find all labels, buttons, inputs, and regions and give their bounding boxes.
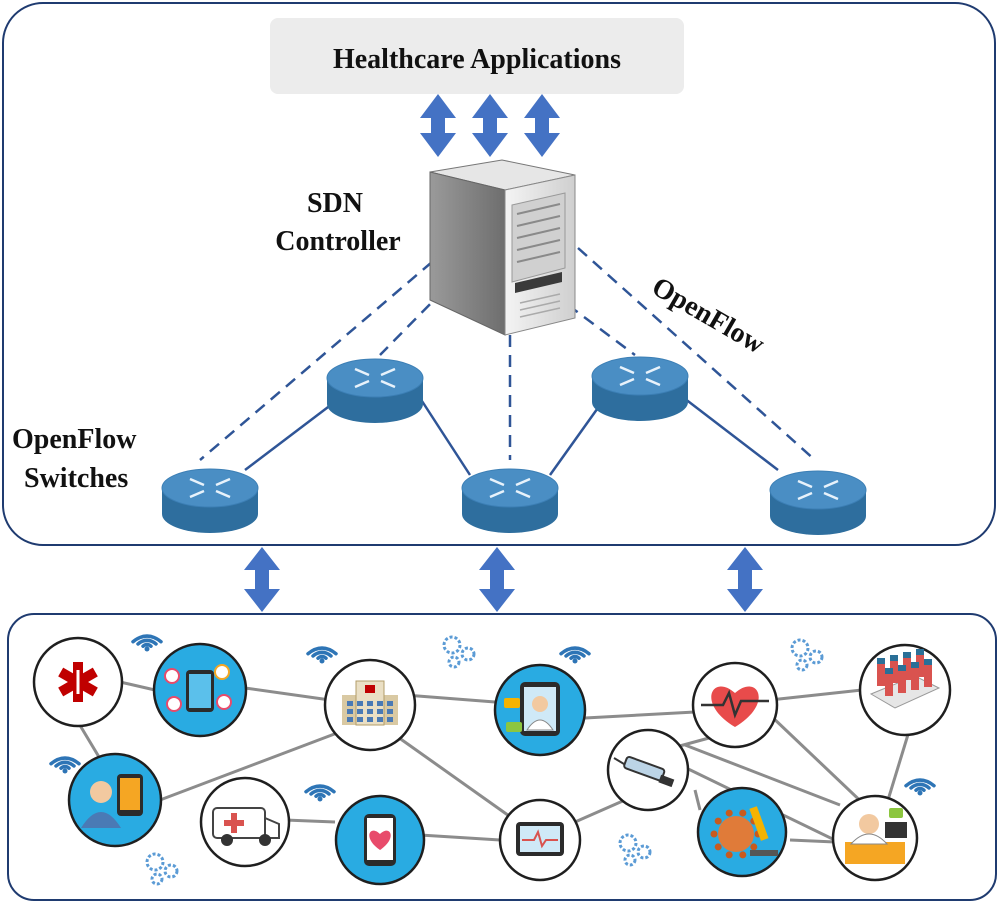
double-arrow-icon — [472, 94, 508, 157]
double-arrow-icon — [420, 94, 456, 157]
gears-icon — [618, 833, 652, 867]
double-arrow-icon — [524, 94, 560, 157]
syringe-icon — [606, 728, 690, 812]
openflow-switches — [161, 356, 867, 535]
virus-microscope-icon — [696, 786, 788, 878]
wifi-icon — [306, 646, 338, 664]
openflow-control-links — [199, 247, 816, 461]
iot-decorations — [49, 634, 936, 886]
openflow-label: OpenFlow — [12, 424, 137, 455]
telemedicine-tablet-icon — [493, 663, 587, 757]
doctor-phone-call-icon — [67, 752, 163, 848]
openflow-switch-icon — [591, 356, 689, 421]
healthcare-applications-label: Healthcare Applications — [333, 44, 621, 75]
double-arrow-icon — [727, 547, 763, 612]
wifi-icon — [904, 778, 936, 796]
test-tubes-icon — [858, 643, 952, 737]
healthcare-applications-box: Healthcare Applications — [270, 18, 684, 94]
heart-monitor-icon — [691, 661, 779, 749]
wifi-icon — [304, 784, 336, 802]
wifi-icon — [131, 634, 163, 652]
switches-label: Switches — [24, 463, 128, 494]
openflow-switch-icon — [461, 468, 559, 533]
openflow-switch-icon — [769, 470, 867, 535]
double-arrow-icon — [479, 547, 515, 612]
app-controller-arrows — [420, 94, 560, 157]
smartphone-heart-icon — [334, 794, 426, 886]
gears-icon — [790, 638, 824, 672]
emergency-star-icon — [32, 636, 124, 728]
gears-icon — [145, 852, 179, 886]
double-arrow-icon — [244, 547, 280, 612]
openflow-switch-icon — [161, 468, 259, 533]
sdn-label: SDN — [307, 188, 363, 219]
hospital-building-icon — [323, 658, 417, 752]
iot-devices — [32, 636, 952, 886]
wifi-icon — [559, 646, 591, 664]
gears-icon — [442, 635, 476, 669]
wifi-icon — [49, 756, 81, 774]
sdn-controller-server-icon — [429, 159, 576, 336]
ambulance-icon — [199, 776, 291, 868]
controller-label: Controller — [275, 226, 400, 257]
openflow-switch-icon — [326, 358, 424, 423]
health-app-phone-icon — [152, 642, 248, 738]
switch-links — [244, 394, 779, 476]
layer-arrows — [244, 547, 763, 612]
tablet-ecg-icon — [498, 798, 582, 882]
doctor-desk-icon — [831, 794, 919, 882]
